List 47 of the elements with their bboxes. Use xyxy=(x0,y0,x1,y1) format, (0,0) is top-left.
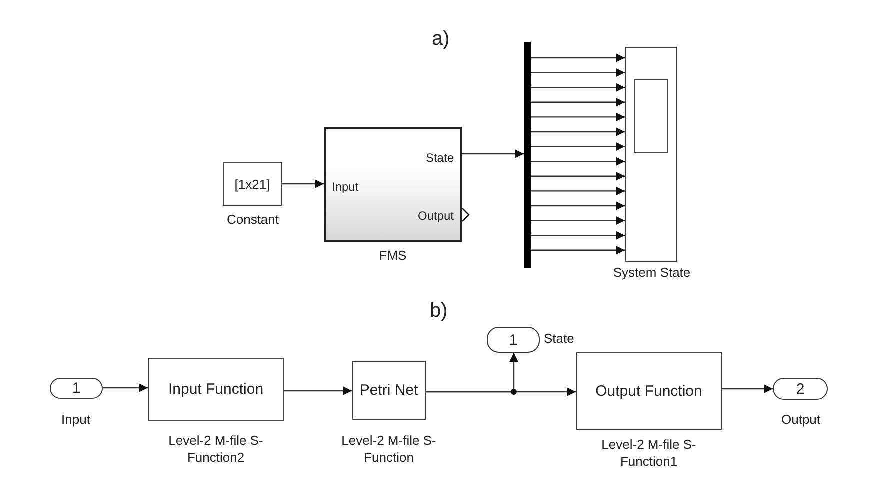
block-label: Input xyxy=(60,411,92,428)
constant-block xyxy=(223,162,282,206)
function-block xyxy=(148,358,284,421)
panel-label: b) xyxy=(430,300,448,323)
signal-arrow xyxy=(531,202,625,210)
block-title: Petri Net xyxy=(360,382,418,399)
signal-arrow xyxy=(531,231,625,240)
block-label: Level-2 M-file S-Function2 xyxy=(168,432,264,466)
block-label: Level-2 M-file S-Function1 xyxy=(600,436,698,470)
block-label: System State xyxy=(612,264,692,281)
block-title: Output Function xyxy=(596,382,702,400)
port-number: 1 xyxy=(509,332,518,348)
block-label: Constant xyxy=(226,211,280,228)
port-label: Input xyxy=(332,180,359,194)
signal-arrow xyxy=(531,246,625,255)
signal-arrow xyxy=(531,142,625,152)
port-number: 2 xyxy=(796,380,805,398)
signal-arrow xyxy=(531,157,625,166)
function-block xyxy=(352,361,426,420)
function-block xyxy=(576,352,722,430)
block-title: Input Function xyxy=(168,381,264,398)
signal-arrow xyxy=(722,384,773,394)
scope-block xyxy=(625,47,677,262)
signal-arrow xyxy=(531,186,625,196)
demux-bar xyxy=(524,42,531,268)
signal-arrow xyxy=(462,150,524,158)
signal-arrow xyxy=(426,388,576,396)
block-label: Level-2 M-file S-Function xyxy=(340,432,438,466)
signal-arrow xyxy=(531,98,625,107)
signal-arrow xyxy=(531,54,625,62)
port-label: State xyxy=(426,151,454,165)
port-label: Output xyxy=(418,209,454,223)
block-label: FMS xyxy=(378,247,408,264)
signal-arrow xyxy=(282,180,324,188)
signal-arrow xyxy=(531,172,625,181)
signal-arrow xyxy=(103,384,148,392)
signal-arrow xyxy=(531,83,625,92)
signal-arrow xyxy=(531,68,625,78)
signal-arrow xyxy=(531,128,625,136)
signal-arrow xyxy=(531,112,625,122)
signal-arrow xyxy=(284,386,352,396)
port-number: 1 xyxy=(72,380,81,397)
signal-arrow xyxy=(531,216,625,226)
block-label: Output xyxy=(780,411,822,428)
constant-value: [1x21] xyxy=(234,176,270,192)
panel-label: a) xyxy=(432,28,450,51)
block-label: State xyxy=(544,330,576,347)
